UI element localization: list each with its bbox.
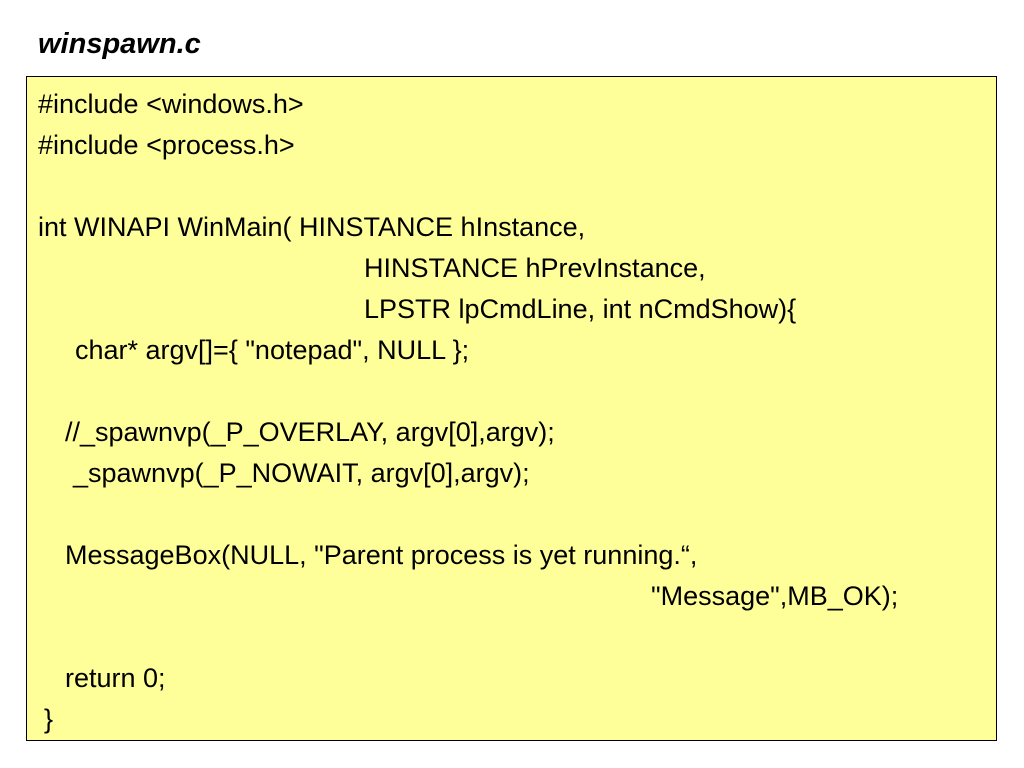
code-line-include-process: #include <process.h>: [38, 130, 295, 160]
code-line-messagebox-args: "Message",MB_OK);: [651, 581, 899, 611]
code-line-spawn-nowait: _spawnvp(_P_NOWAIT, argv[0],argv);: [73, 458, 530, 488]
code-line-include-windows: #include <windows.h>: [38, 89, 304, 119]
code-line-argv-declaration: char* argv[]={ "notepad", NULL };: [75, 335, 470, 365]
code-line-return: return 0;: [65, 663, 166, 693]
code-line-winmain-param-prev: HINSTANCE hPrevInstance,: [364, 253, 706, 283]
code-line-messagebox-call: MessageBox(NULL, "Parent process is yet …: [65, 540, 698, 570]
code-listing: #include <windows.h> #include <process.h…: [26, 76, 997, 741]
slide-title: winspawn.c: [38, 28, 201, 60]
code-line-winmain-signature: int WINAPI WinMain( HINSTANCE hInstance,: [38, 212, 586, 242]
code-line-winmain-param-cmd: LPSTR lpCmdLine, int nCmdShow){: [364, 294, 797, 324]
code-line-spawn-overlay-comment: //_spawnvp(_P_OVERLAY, argv[0],argv);: [65, 417, 555, 447]
code-line-closing-brace: }: [44, 704, 54, 734]
